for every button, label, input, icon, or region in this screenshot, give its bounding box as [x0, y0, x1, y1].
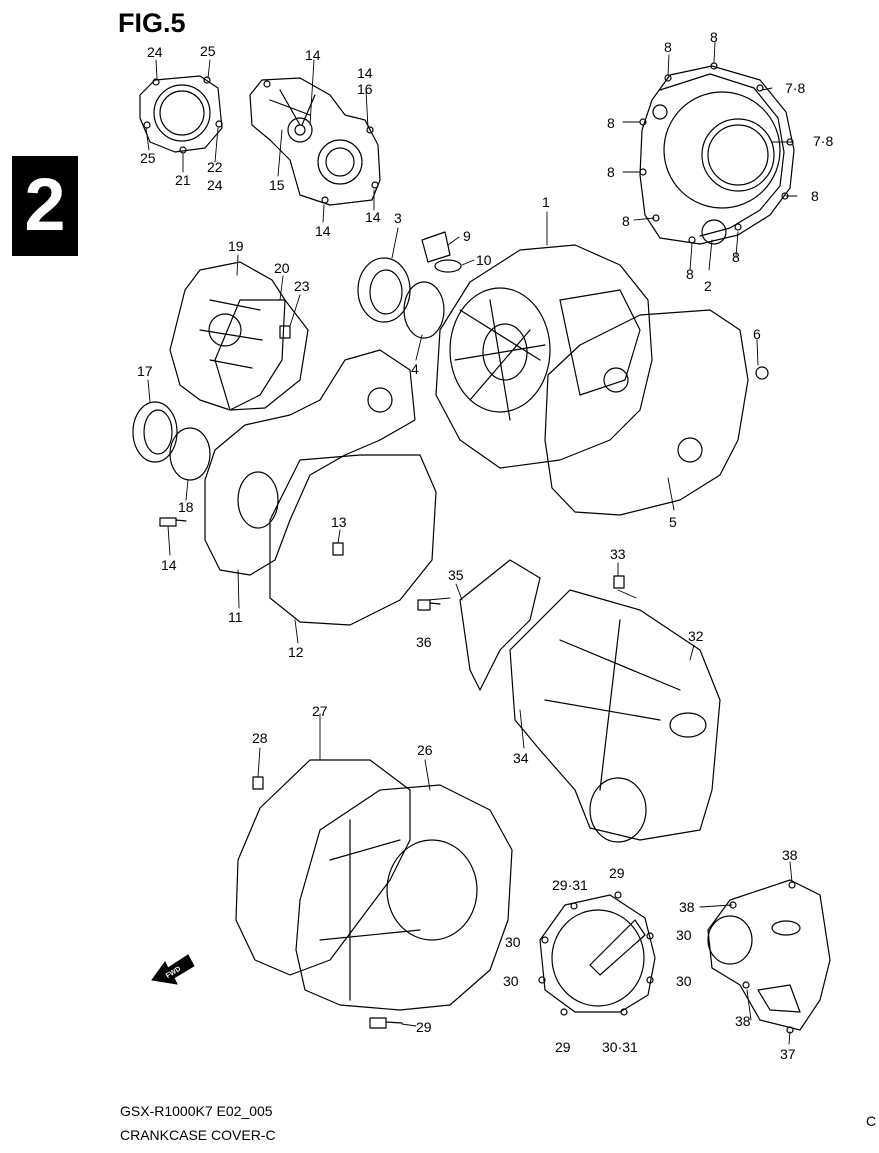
label-38: 38	[679, 899, 695, 915]
label-3: 3	[394, 210, 402, 226]
label-8: 8	[607, 115, 615, 131]
label-23: 23	[294, 278, 310, 294]
label-6: 6	[753, 326, 761, 342]
crankcase-cover-1-part	[435, 244, 653, 469]
label-11: 11	[228, 609, 243, 625]
label-21: 21	[175, 172, 191, 188]
label-1: 1	[542, 194, 550, 210]
label-14: 14	[161, 557, 177, 573]
label-10: 10	[476, 252, 492, 268]
label-36: 36	[416, 634, 432, 650]
label-30-31: 30·31	[602, 1039, 638, 1055]
label-30: 30	[503, 973, 519, 989]
label-8: 8	[732, 249, 740, 265]
label-30: 30	[505, 934, 521, 950]
page-mark: C	[866, 1113, 877, 1129]
label-14: 14	[365, 209, 381, 225]
label-24: 24	[207, 177, 223, 193]
small-cover-part	[139, 75, 223, 154]
seal-3-part	[357, 231, 462, 339]
label-30: 30	[676, 927, 692, 943]
label-7-8: 7·8	[785, 80, 805, 96]
label-8: 8	[811, 188, 819, 204]
label-8: 8	[607, 164, 615, 180]
label-33: 33	[610, 546, 626, 562]
label-34: 34	[513, 750, 529, 766]
label-29: 29	[555, 1039, 571, 1055]
label-22: 22	[207, 159, 223, 175]
model-code: GSX-R1000K7 E02_005	[120, 1103, 273, 1119]
label-14: 14	[305, 47, 321, 63]
figure-title: FIG.5	[118, 8, 186, 38]
gasket-5-part	[544, 309, 769, 516]
label-17: 17	[137, 363, 153, 379]
housing-11-part	[159, 349, 437, 626]
label-9: 9	[463, 228, 471, 244]
label-8: 8	[664, 39, 672, 55]
label-16: 16	[357, 81, 373, 97]
label-29: 29	[609, 865, 625, 881]
label-32: 32	[688, 628, 704, 644]
round-cover-29-part	[538, 891, 656, 1016]
label-7-8: 7·8	[813, 133, 833, 149]
label-30: 30	[676, 973, 692, 989]
label-15: 15	[269, 177, 285, 193]
seal-17-part	[132, 401, 211, 481]
label-8: 8	[622, 213, 630, 229]
leader-lines	[145, 41, 798, 1045]
part-labels: 1 2 3 4 5 6 8 8 8 8 8 8 8 8 7·8 7·8 9 10…	[137, 29, 833, 1062]
label-38: 38	[782, 847, 798, 863]
label-19: 19	[228, 238, 244, 254]
fwd-arrow: FWD	[151, 954, 195, 985]
label-20: 20	[274, 260, 290, 276]
label-29-31: 29·31	[552, 877, 588, 893]
pump-cover-part	[249, 77, 381, 206]
label-29: 29	[416, 1019, 432, 1035]
label-38: 38	[735, 1013, 751, 1029]
label-18: 18	[178, 499, 194, 515]
label-4: 4	[411, 361, 419, 377]
label-27: 27	[312, 703, 328, 719]
label-14: 14	[315, 223, 331, 239]
label-13: 13	[331, 514, 347, 530]
generator-cover-26-part	[235, 759, 513, 1029]
label-37: 37	[780, 1046, 796, 1062]
label-12: 12	[288, 644, 304, 660]
section-tab: 2	[12, 156, 78, 256]
label-24: 24	[147, 44, 163, 60]
label-2: 2	[704, 278, 712, 294]
label-26: 26	[417, 742, 433, 758]
label-25: 25	[140, 150, 156, 166]
label-35: 35	[448, 567, 464, 583]
cover-32-part	[417, 559, 721, 843]
sprocket-cover-37-part	[707, 879, 831, 1034]
cover-19-part	[169, 261, 309, 411]
label-14: 14	[357, 65, 373, 81]
label-8: 8	[710, 29, 718, 45]
clutch-cover-part	[639, 62, 795, 245]
label-28: 28	[252, 730, 268, 746]
label-25: 25	[200, 43, 216, 59]
diagram-caption: CRANKCASE COVER-C	[120, 1127, 276, 1143]
section-number: 2	[24, 163, 66, 246]
label-5: 5	[669, 514, 677, 530]
label-8: 8	[686, 266, 694, 282]
